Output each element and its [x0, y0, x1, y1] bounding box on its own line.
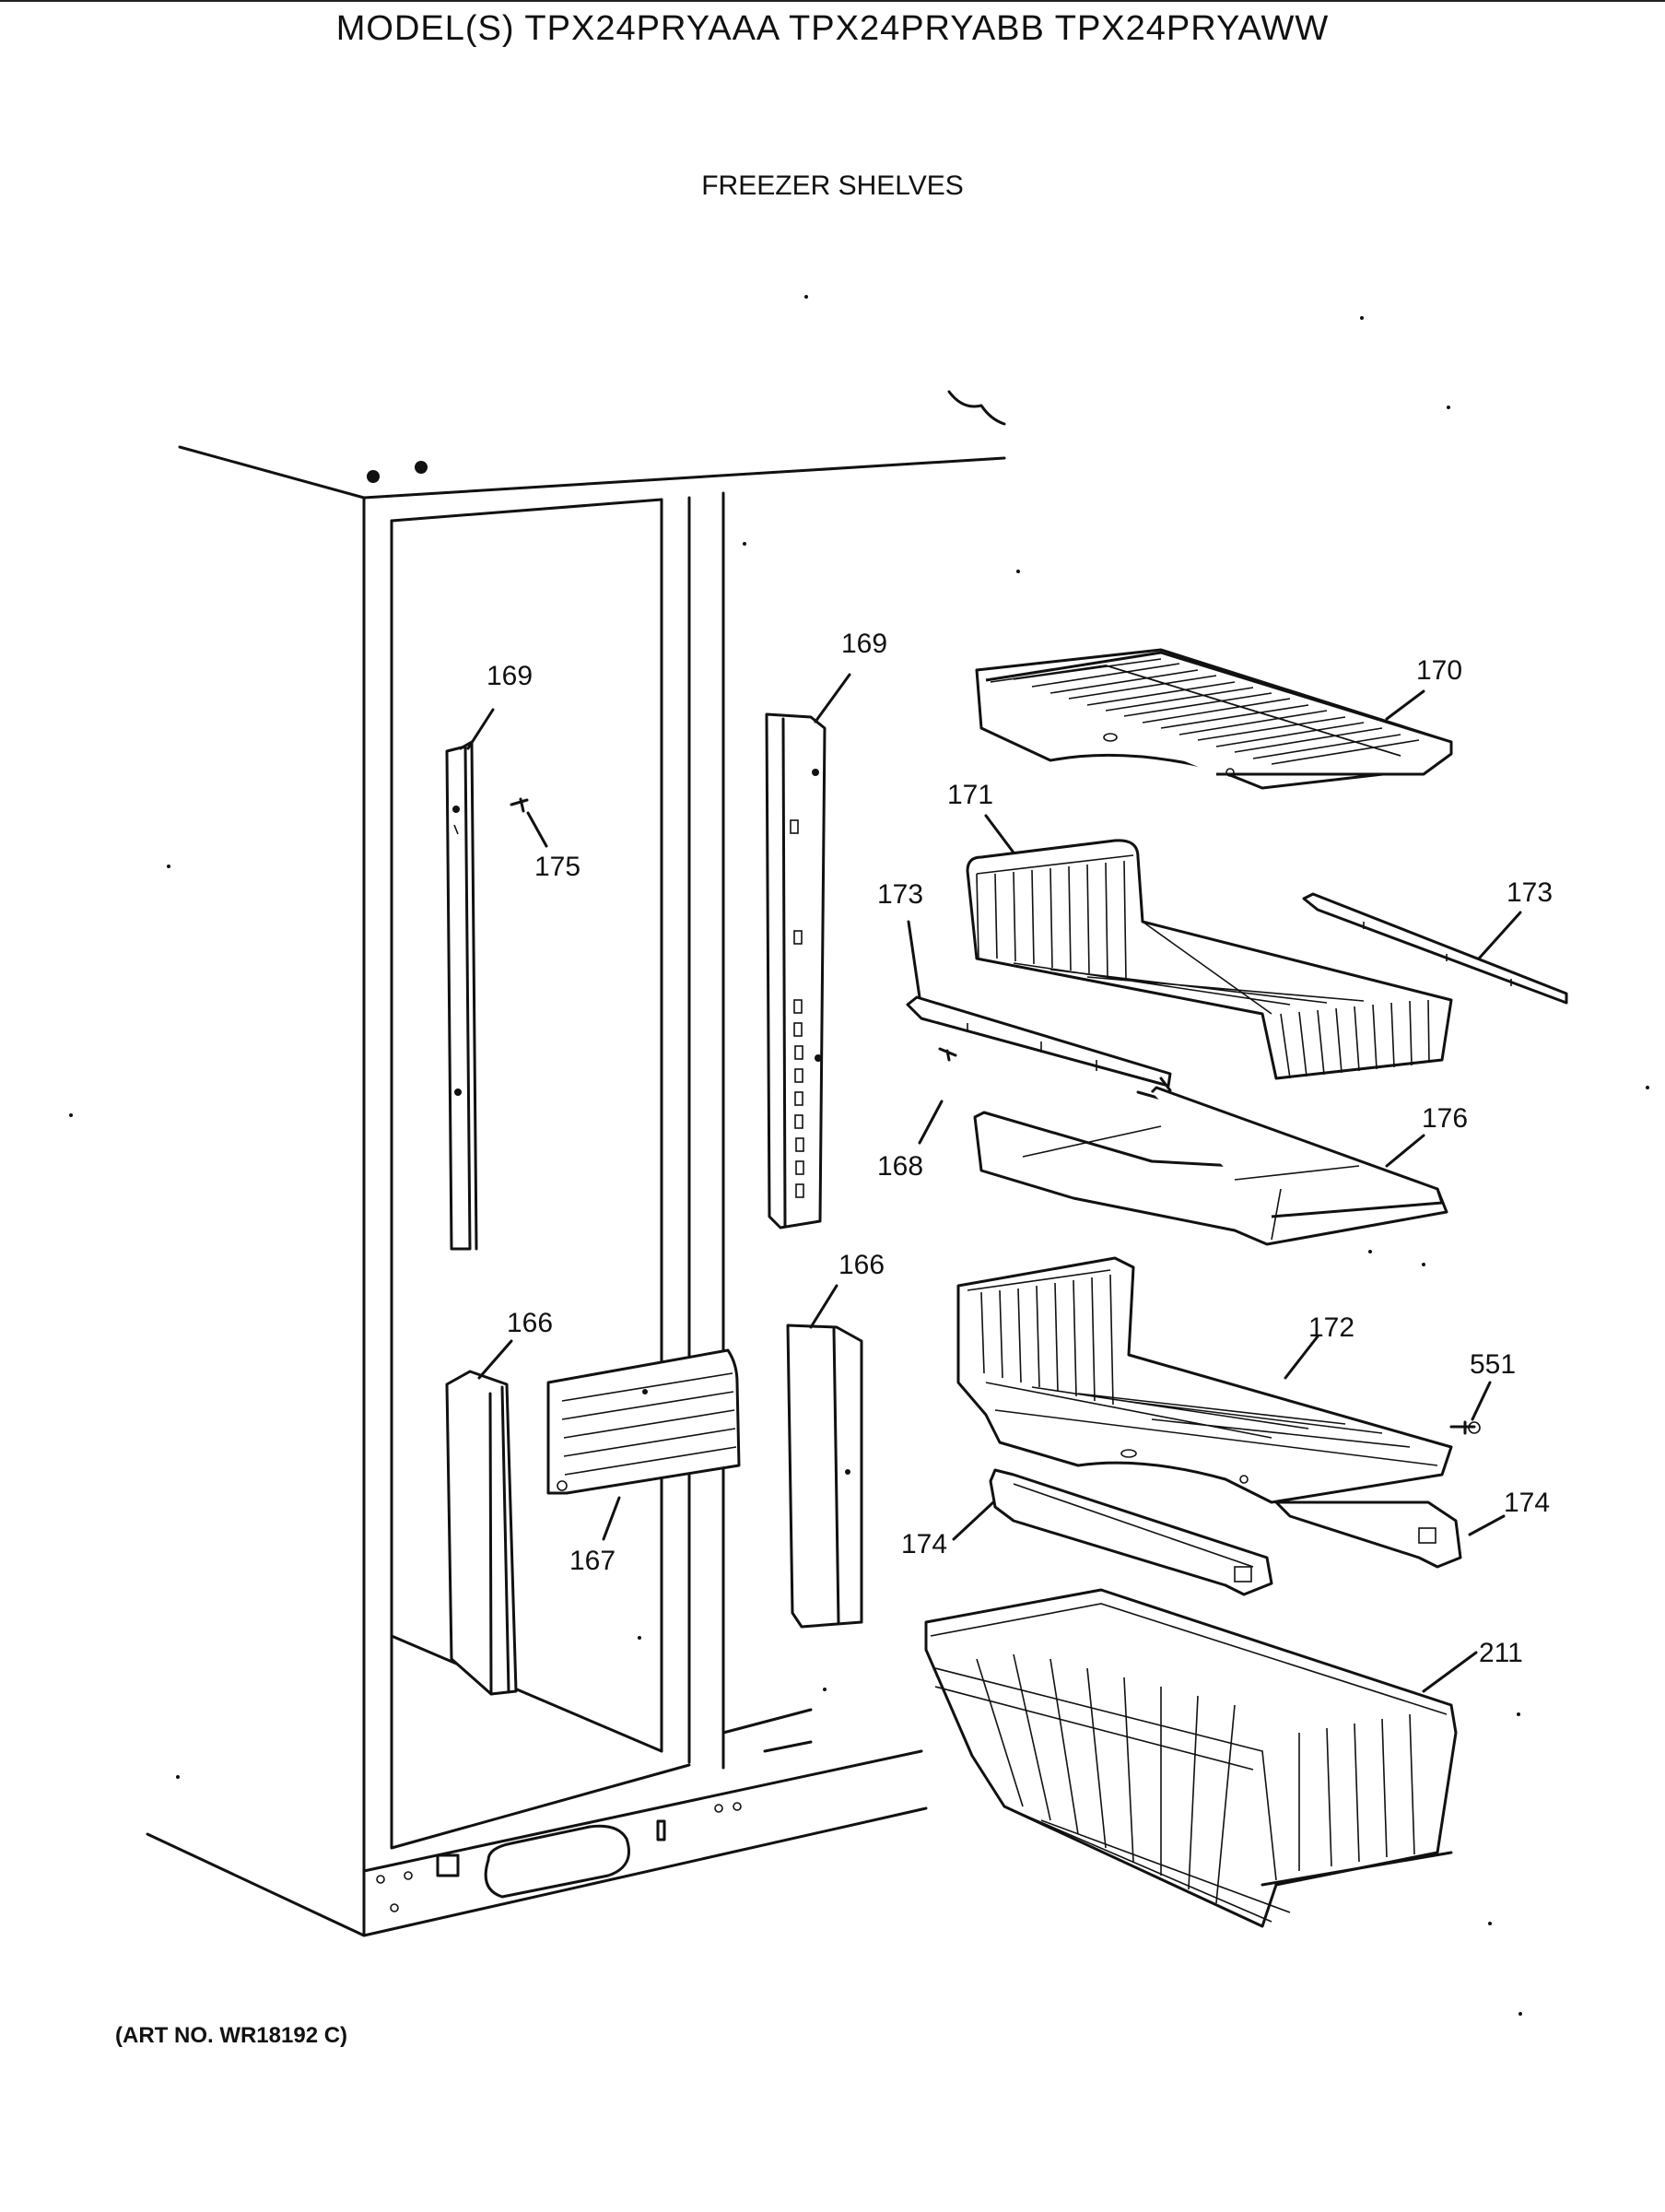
callout-174-right: 174: [1504, 1488, 1550, 1518]
part-174-right-rail: [1274, 1500, 1462, 1569]
part-166-left-panel: [445, 1370, 518, 1696]
callout-173-right: 173: [1507, 877, 1553, 908]
callout-171: 171: [947, 780, 993, 810]
part-211-wire-basket: [924, 1588, 1458, 1928]
scan-specks: [69, 295, 1649, 2016]
callout-168: 168: [877, 1151, 923, 1182]
callout-172: 172: [1308, 1312, 1354, 1343]
callout-169-right: 169: [841, 629, 887, 659]
callout-211: 211: [1479, 1638, 1523, 1668]
callout-169-left: 169: [487, 661, 533, 691]
part-176-shelf-frame: [973, 1086, 1448, 1246]
callout-174-left: 174: [901, 1529, 947, 1559]
callout-166-left: 166: [507, 1308, 553, 1338]
callout-167: 167: [569, 1546, 616, 1576]
part-168-screw: [938, 1047, 957, 1062]
callout-176: 176: [1422, 1103, 1468, 1134]
callout-175: 175: [534, 852, 580, 882]
part-166-right-panel: [786, 1324, 863, 1629]
callout-170: 170: [1416, 655, 1462, 686]
section-title: FREEZER SHELVES: [701, 171, 964, 201]
part-170-shelf: [975, 648, 1453, 790]
callout-166-right: 166: [838, 1250, 885, 1280]
callout-551: 551: [1470, 1349, 1516, 1380]
rail-slots: [790, 819, 804, 1198]
part-172-lower-shelf: [956, 1256, 1453, 1504]
part-169-left-rail: [445, 740, 478, 1251]
callout-173-left: 173: [877, 879, 923, 910]
part-173-right-slide: [1302, 892, 1568, 1005]
part-167-vent-cover: [546, 1348, 741, 1495]
page-title: MODEL(S) TPX24PRYAAA TPX24PRYABB TPX24PR…: [335, 9, 1330, 48]
part-174-left-rail: [989, 1468, 1273, 1596]
leader-lines: [466, 673, 1522, 1693]
top-border-line: [0, 0, 1665, 2]
part-175-screw: [510, 797, 529, 813]
part-173-left-slide: [906, 995, 1172, 1100]
part-169-right-rail: [765, 712, 827, 1230]
part-171-basket: [966, 839, 1453, 1080]
callout-labels: 169 175 169 170 171 173 173 168 176 166 …: [487, 629, 1553, 1668]
freezer-cabinet: [146, 390, 1006, 1937]
part-551-screw: [1449, 1420, 1481, 1435]
art-number: (ART NO. WR18192 C): [115, 2023, 348, 2048]
